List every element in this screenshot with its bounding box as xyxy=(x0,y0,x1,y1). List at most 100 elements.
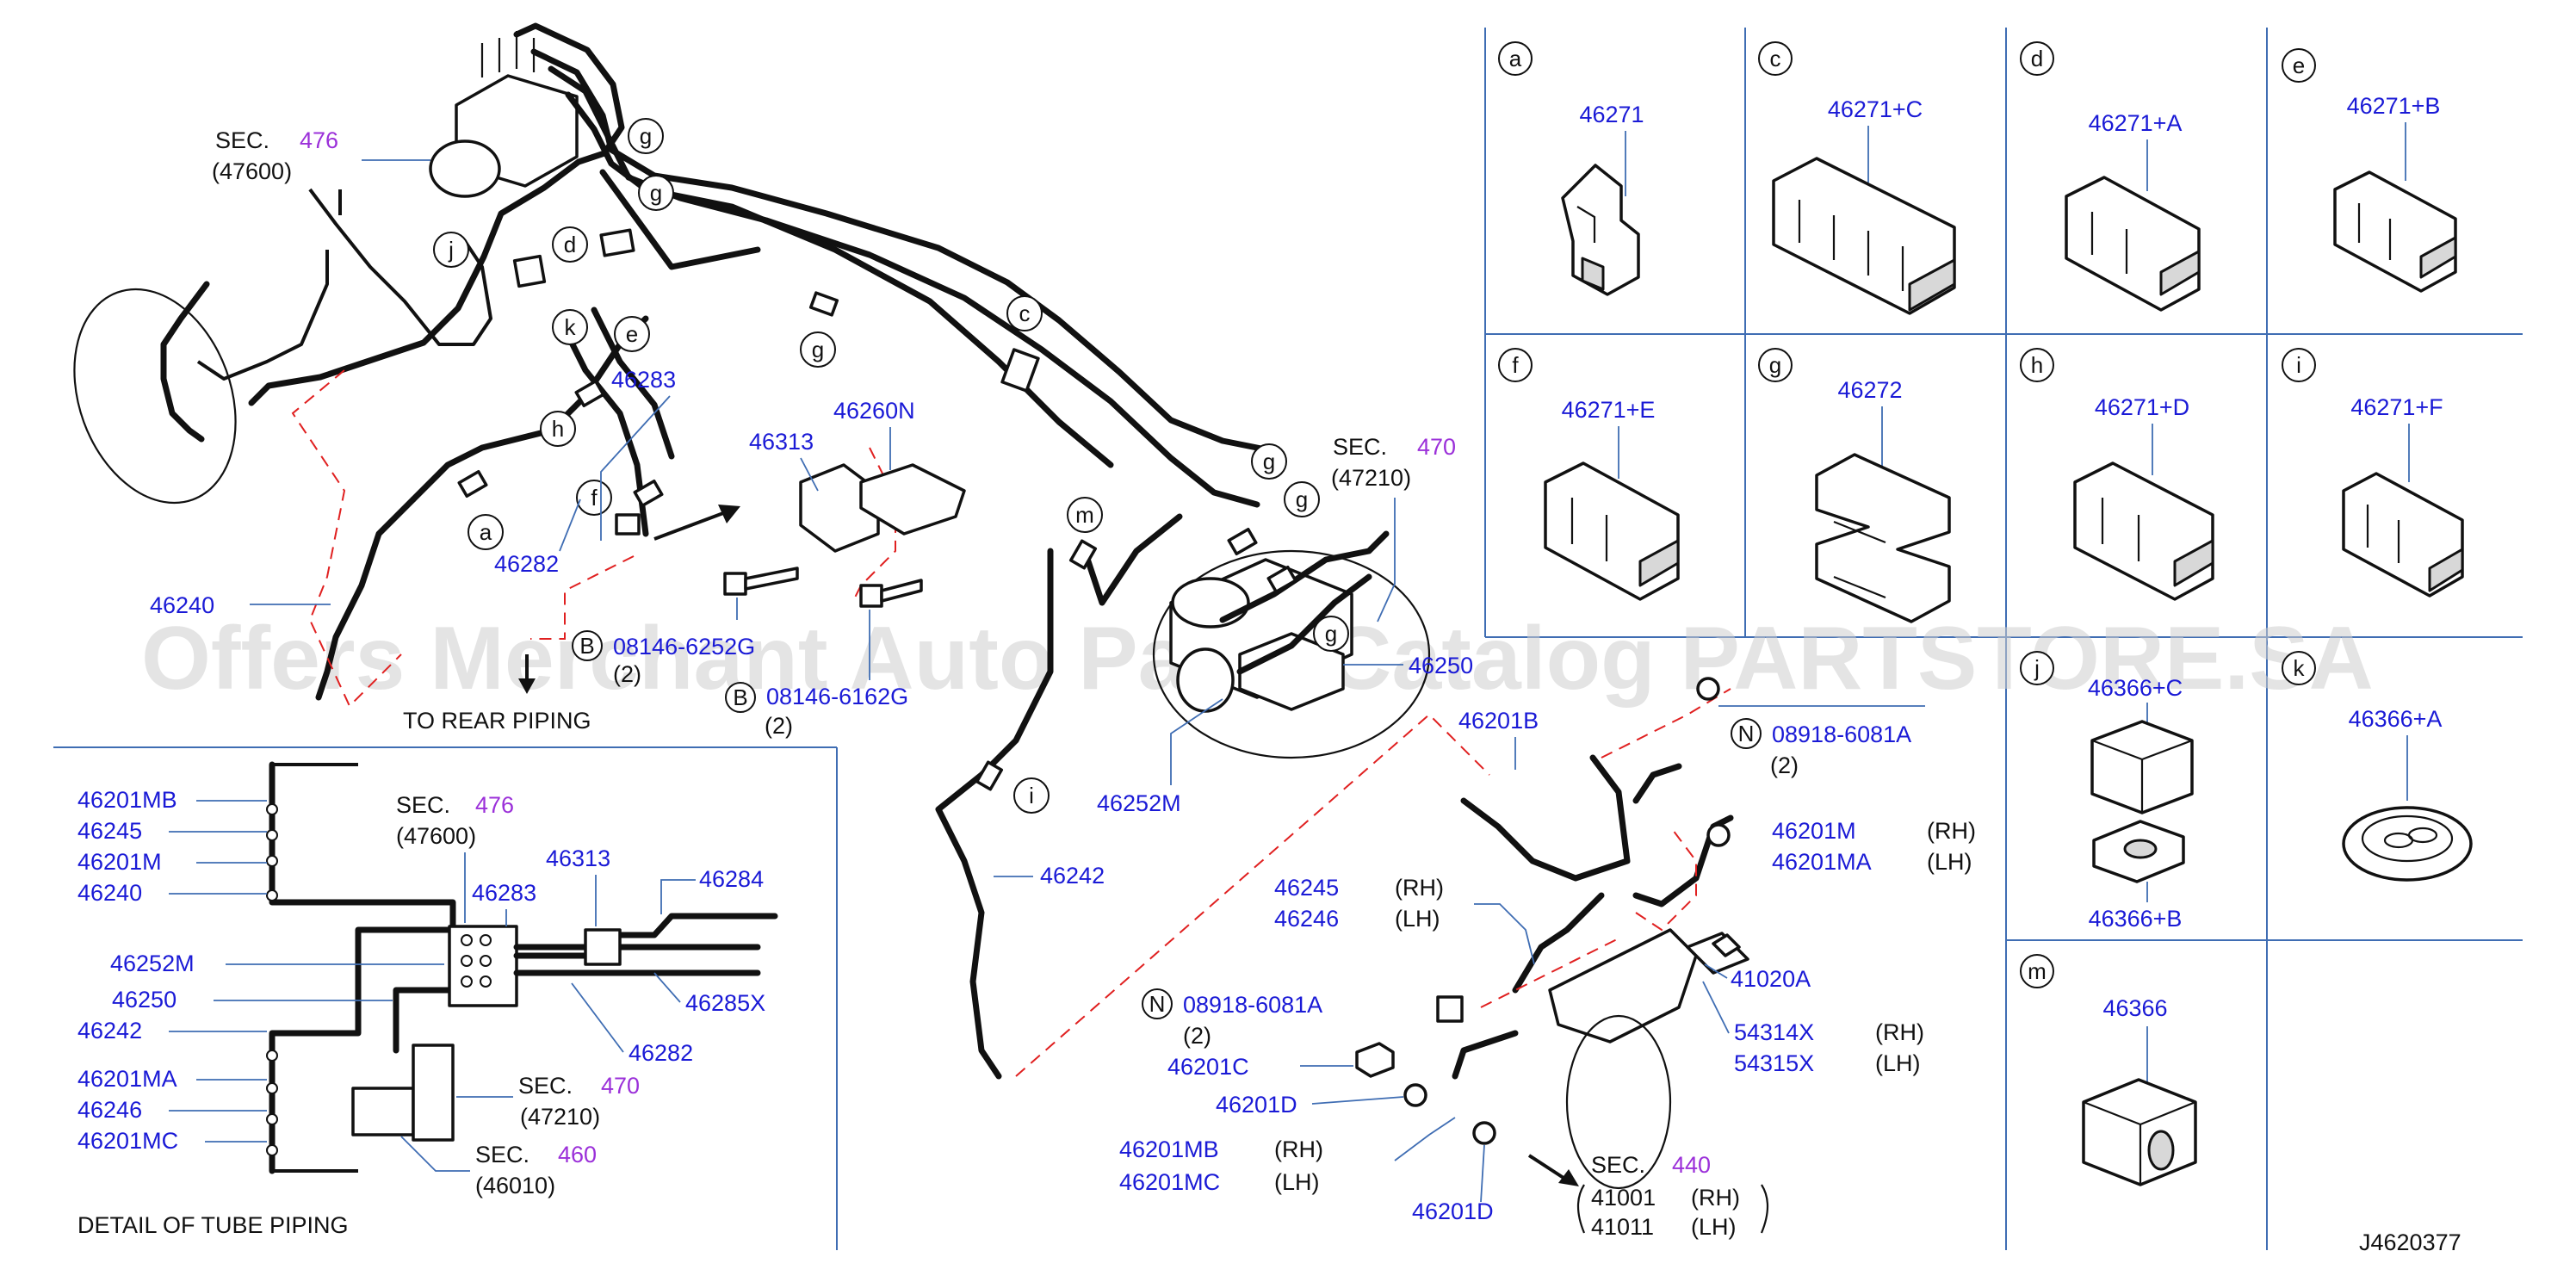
callout-d[interactable]: d xyxy=(552,226,588,263)
svg-text:f: f xyxy=(1512,352,1519,378)
detail-diagram xyxy=(266,761,778,1174)
label-46313[interactable]: 46313 xyxy=(749,429,814,455)
svg-text:SEC.: SEC. xyxy=(396,792,450,818)
svg-text:46242: 46242 xyxy=(77,1018,142,1044)
svg-text:SEC.: SEC. xyxy=(1591,1152,1645,1178)
callout-m[interactable]: m xyxy=(1067,497,1103,533)
grid-cell-c[interactable]: c 46271+C xyxy=(1758,41,1956,315)
bolt-label-1[interactable]: B 08146-6162G (2) xyxy=(725,610,908,739)
label-46242[interactable]: 46242 xyxy=(1040,863,1105,889)
label-46260n[interactable]: 46260N xyxy=(833,398,915,424)
svg-text:470: 470 xyxy=(1417,434,1456,460)
grid-cell-f[interactable]: f 46271+E xyxy=(1498,348,1680,601)
label-46201d-1[interactable]: 46201D xyxy=(1216,1092,1297,1118)
label-54314x-54315x[interactable]: 54314X (RH) 54315X (LH) xyxy=(1702,981,1924,1076)
svg-text:g: g xyxy=(1769,352,1781,378)
label-41020a[interactable]: 41020A xyxy=(1731,966,1811,992)
callout-g-2[interactable]: g xyxy=(638,175,674,211)
bolt-label-2[interactable]: B 08146-6252G (2) xyxy=(572,598,755,687)
sec-476-main[interactable]: SEC. 476 (47600) xyxy=(212,127,430,184)
svg-text:54314X: 54314X xyxy=(1734,1019,1814,1045)
svg-text:(RH): (RH) xyxy=(1691,1185,1740,1211)
svg-text:(LH): (LH) xyxy=(1875,1050,1921,1076)
label-46240[interactable]: 46240 xyxy=(150,592,214,618)
svg-text:470: 470 xyxy=(601,1073,640,1099)
callout-i[interactable]: i xyxy=(1013,777,1050,814)
svg-text:B: B xyxy=(733,684,747,710)
callout-c[interactable]: c xyxy=(1006,295,1043,331)
label-46201m-ma[interactable]: 46201M (RH) 46201MA (LH) xyxy=(1772,818,1976,875)
grid-cell-m[interactable]: m 46366 xyxy=(2020,954,2197,1186)
detail-labels-left[interactable]: 46201MB 46245 46201M 46240 46252M 46250 … xyxy=(77,787,444,1154)
svg-text:(LH): (LH) xyxy=(1274,1169,1320,1195)
cell-part-number: 46366+C xyxy=(2088,675,2183,701)
grommet-46366-b-icon xyxy=(2092,820,2185,883)
callout-f[interactable]: f xyxy=(576,480,612,516)
label-46250[interactable]: 46250 xyxy=(1409,653,1473,678)
grid-cell-a[interactable]: a 46271 xyxy=(1498,41,1644,296)
svg-text:SEC.: SEC. xyxy=(475,1142,529,1167)
grid-cell-d[interactable]: d 46271+A xyxy=(2020,41,2201,312)
svg-text:g: g xyxy=(640,123,652,149)
callout-h[interactable]: h xyxy=(540,411,576,447)
svg-text:46201MB: 46201MB xyxy=(1119,1136,1219,1162)
cell-part-number-2: 46366+B xyxy=(2089,906,2183,932)
clip-46271-a-icon xyxy=(2065,176,2201,312)
label-46201d-2[interactable]: 46201D xyxy=(1412,1198,1494,1224)
svg-text:41001: 41001 xyxy=(1591,1185,1656,1211)
svg-text:N: N xyxy=(1738,721,1755,746)
callout-g-6[interactable]: g xyxy=(1313,616,1349,652)
svg-text:46201MB: 46201MB xyxy=(77,787,177,813)
clip-46271-e-icon xyxy=(1544,461,1680,601)
grid-cell-j[interactable]: j 46366+C 46366+B xyxy=(2020,651,2194,932)
rear-piping-label[interactable]: TO REAR PIPING xyxy=(403,708,591,734)
sec-470-detail[interactable]: SEC. 470 (47210) xyxy=(456,1073,640,1130)
cell-part-number: 46271+C xyxy=(1828,96,1923,122)
grid-cell-g[interactable]: g 46272 xyxy=(1758,348,1951,623)
clip-grid-frame xyxy=(1484,28,2523,1250)
svg-text:54315X: 54315X xyxy=(1734,1050,1814,1076)
sec-476-detail[interactable]: SEC. 476 (47600) xyxy=(396,792,514,923)
callout-e[interactable]: e xyxy=(614,316,650,352)
callout-j[interactable]: j xyxy=(433,232,469,268)
label-46245-46246-main[interactable]: 46245 (RH) 46246 (LH) xyxy=(1274,875,1535,965)
svg-text:g: g xyxy=(1325,621,1337,647)
cell-part-number: 46271+A xyxy=(2089,110,2183,136)
sec-470-main[interactable]: SEC. 470 (47210) xyxy=(1331,434,1456,622)
abs-actuator xyxy=(429,31,579,198)
svg-text:SEC.: SEC. xyxy=(518,1073,573,1099)
svg-text:a: a xyxy=(480,519,492,545)
callout-g-5[interactable]: g xyxy=(1284,481,1320,517)
callout-a[interactable]: a xyxy=(468,514,504,550)
label-46283[interactable]: 46283 xyxy=(611,367,676,393)
label-46201mb-mc-main[interactable]: 46201MB (RH) 46201MC (LH) xyxy=(1119,1117,1456,1195)
grid-cell-h[interactable]: h 46271+D xyxy=(2020,348,2214,601)
grid-cell-e[interactable]: e 46271+B xyxy=(2282,48,2457,293)
detail-labels-right[interactable]: 46313 46284 46283 46285X 46282 xyxy=(472,845,765,1066)
nut-label-1[interactable]: N 08918-6081A (2) xyxy=(1718,705,1925,778)
hardware-bolts xyxy=(723,463,1741,1145)
label-46282[interactable]: 46282 xyxy=(494,551,559,577)
callout-k[interactable]: k xyxy=(552,309,588,345)
grid-cell-k[interactable]: k 46366+A xyxy=(2282,651,2473,882)
callout-g-4[interactable]: g xyxy=(1251,443,1287,480)
nut-label-2[interactable]: N 08918-6081A (2) xyxy=(1142,988,1322,1049)
label-46252m[interactable]: 46252M xyxy=(1097,790,1181,816)
label-46201c[interactable]: 46201C xyxy=(1167,1054,1249,1080)
cell-part-number: 46271+F xyxy=(2350,394,2443,420)
svg-text:f: f xyxy=(591,485,598,511)
sec-440[interactable]: SEC. 440 41001 (RH) 41011 (LH) xyxy=(1576,1152,1769,1240)
diagram-code: J4620377 xyxy=(2359,1229,2461,1255)
label-46201b[interactable]: 46201B xyxy=(1458,708,1539,734)
svg-text:46201MA: 46201MA xyxy=(1772,849,1872,875)
grid-cell-i[interactable]: i 46271+F xyxy=(2282,348,2464,598)
brake-tube-network xyxy=(73,22,1749,1190)
svg-text:46313: 46313 xyxy=(546,845,610,871)
callout-g-3[interactable]: g xyxy=(800,331,836,368)
svg-text:h: h xyxy=(552,416,564,442)
callout-g-1[interactable]: g xyxy=(628,118,664,154)
svg-text:d: d xyxy=(2031,46,2043,71)
detail-frame xyxy=(53,746,838,1250)
sec-460-detail[interactable]: SEC. 460 (46010) xyxy=(400,1136,597,1198)
